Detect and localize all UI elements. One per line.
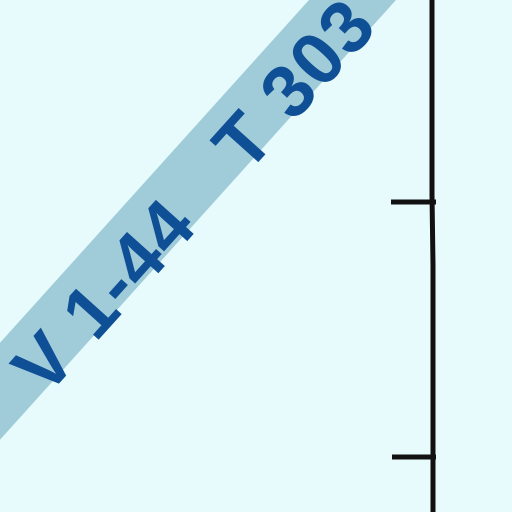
airway-band[interactable] <box>0 0 405 462</box>
boundary-line <box>391 0 436 512</box>
boundary-line-segment <box>429 0 436 512</box>
airway-id-label: V 1-44 <box>0 182 212 408</box>
